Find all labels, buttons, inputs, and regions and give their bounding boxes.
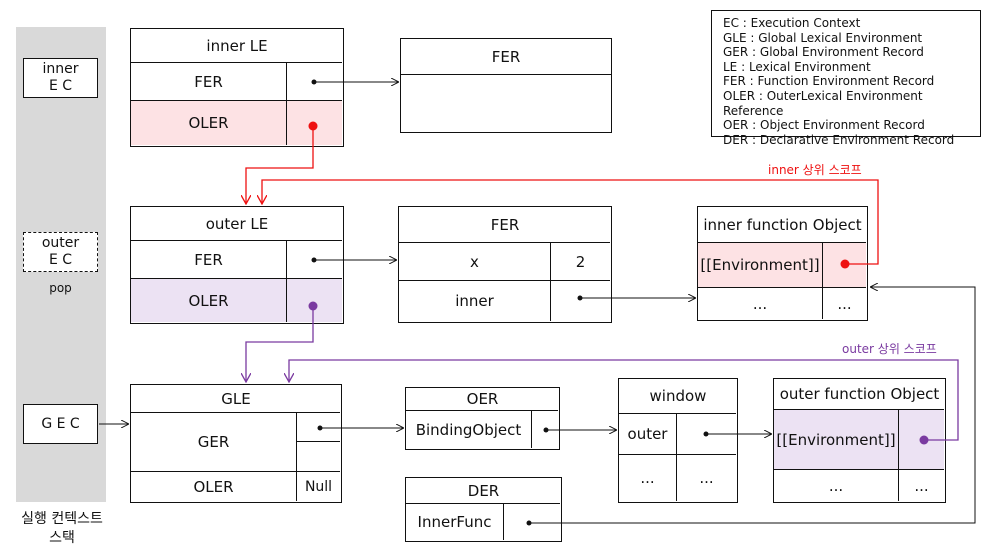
der-inner-func-arrow [529, 287, 976, 524]
pop-label: pop [49, 281, 72, 295]
inner-ec-line1: inner [42, 61, 79, 77]
legend-item-oer: OER : Object Environment Record [723, 118, 925, 133]
gle-title: GLE [221, 389, 251, 408]
outer-fer-title: FER [490, 215, 520, 234]
outer-ec-box: outer E C [23, 232, 98, 272]
inner-function-environment-label: [[Environment]] [698, 242, 822, 287]
red-arrows [246, 121, 879, 269]
gle-ger-empty-cell [296, 441, 340, 471]
inner-function-ellipsis-value: ... [822, 287, 866, 319]
legend-item-gle: GLE : Global Lexical Environment [723, 30, 923, 45]
der-inner-func-label: InnerFunc [406, 503, 503, 540]
inner-le-fer-pointer-cell [286, 62, 342, 100]
window-ellipsis-value: ... [676, 454, 736, 501]
outer-le-title: outer LE [205, 214, 269, 233]
inner-scope-arrow [262, 179, 879, 265]
window-box: window outer ... ... [618, 378, 738, 503]
inner-fer-title: FER [491, 47, 521, 66]
legend-item-ec: EC : Execution Context [723, 16, 861, 30]
outer-le-oler-pointer-cell [286, 278, 342, 322]
outer-le-fer-label: FER [131, 240, 286, 278]
outer-function-ellipsis-value: ... [898, 469, 944, 501]
outer-scope-arrow [289, 359, 959, 441]
gle-oler-label: OLER [131, 471, 296, 501]
outer-function-environment-label: [[Environment]] [774, 409, 898, 469]
outer-function-object-box: outer function Object [[Environment]] ..… [773, 378, 946, 503]
gec-label: G E C [41, 416, 80, 432]
gle-ger-label: GER [131, 412, 296, 471]
inner-le-title: inner LE [206, 36, 268, 55]
inner-ec-line2: E C [48, 78, 73, 94]
oer-binding-object-label: BindingObject [406, 410, 531, 448]
window-outer-pointer-cell [676, 413, 736, 454]
inner-le-oler-label: OLER [131, 100, 286, 145]
inner-fer-box: FER [400, 38, 612, 133]
inner-fer-body [401, 74, 611, 131]
oer-binding-object-pointer-cell [531, 410, 558, 448]
outer-scope-label: outer 상위 스코프 [842, 342, 937, 356]
legend-box: EC : Execution Context GLE : Global Lexi… [711, 10, 981, 147]
outer-fer-inner-pointer-cell [550, 280, 610, 321]
legend-item-oler: OLER : OuterLexical Environment Referenc… [723, 88, 923, 118]
window-title: window [649, 387, 707, 405]
outer-fer-box: FER x 2 inner [398, 206, 612, 323]
inner-le-box: inner LE FER OLER [130, 28, 344, 147]
outer-function-object-title: outer function Object [779, 385, 940, 403]
oer-title: OER [466, 390, 499, 408]
legend-item-fer: FER : Function Environment Record [723, 74, 935, 89]
outer-le-fer-pointer-cell [286, 240, 342, 278]
der-title: DER [467, 481, 500, 500]
purple-arrows [246, 301, 959, 445]
outer-fer-inner-key: inner [399, 280, 550, 321]
der-inner-func-pointer-cell [503, 503, 560, 540]
window-ellipsis-key: ... [619, 454, 676, 501]
outer-fer-x-value: 2 [550, 242, 610, 280]
black-arrows [99, 80, 976, 526]
outer-ec-line2: E C [48, 252, 73, 268]
outer-le-oler-label: OLER [131, 278, 286, 322]
window-outer-key: outer [619, 413, 676, 454]
outer-ec-line1: outer [41, 235, 80, 251]
inner-function-object-box: inner function Object [[Environment]] ..… [697, 206, 868, 321]
gle-oler-null-value: Null [296, 471, 340, 501]
inner-le-fer-label: FER [131, 62, 286, 100]
gle-ger-pointer-cell [296, 412, 340, 441]
inner-le-oler-arrow [246, 126, 314, 204]
stack-caption: 실행 컨텍스트 스택 [4, 510, 120, 548]
der-box: DER InnerFunc [405, 477, 562, 542]
oer-box: OER BindingObject [405, 387, 560, 450]
inner-scope-label: inner 상위 스코프 [768, 163, 862, 177]
legend-item-der: DER : Declarative Environment Record [723, 132, 955, 147]
outer-le-box: outer LE FER OLER [130, 206, 344, 324]
legend-item-le: LE : Lexical Environment [723, 59, 871, 74]
inner-ec-box: inner E C [23, 58, 98, 98]
outer-function-ellipsis-key: ... [774, 469, 898, 501]
gle-box: GLE GER OLER Null [130, 384, 342, 503]
inner-function-object-title: inner function Object [703, 215, 862, 234]
stack-caption-line2: 스택 [49, 530, 75, 546]
legend-item-ger: GER : Global Environment Record [723, 45, 924, 60]
gec-box: G E C [23, 404, 98, 444]
inner-function-ellipsis-key: ... [698, 287, 822, 319]
stack-caption-line1: 실행 컨텍스트 [21, 511, 103, 527]
outer-fer-x-key: x [399, 242, 550, 280]
outer-le-oler-arrow [246, 306, 314, 382]
